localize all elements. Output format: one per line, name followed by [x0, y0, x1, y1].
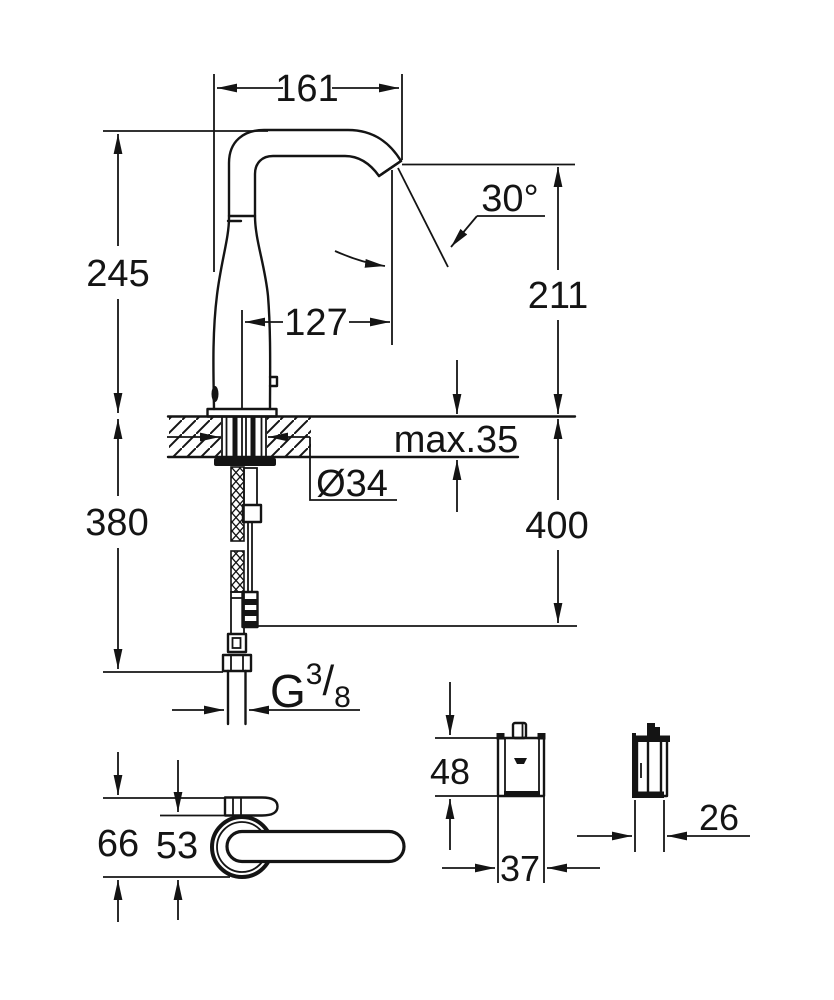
dim-380-label: 380: [85, 502, 148, 544]
dim-53-base-diameter: 53: [156, 760, 198, 920]
spray-direction-line: [397, 167, 449, 268]
plug-band: [242, 599, 258, 605]
dim-max35-label: max.35: [394, 419, 519, 461]
bracket-top-tab: [632, 735, 670, 742]
dim-400-label: 400: [525, 505, 588, 547]
dim-hole-diameter: Ø34: [167, 432, 397, 505]
dim-211-label: 211: [528, 275, 589, 317]
dim-48-box-height: 48: [430, 682, 498, 850]
dim-211-outlet-height: 211: [402, 163, 589, 414]
plug-band: [242, 610, 258, 616]
dim-400-hose-clearance: 400: [255, 419, 589, 627]
side-lever-detail: [268, 375, 279, 388]
fitting-window: [231, 637, 242, 649]
supply-nut: [221, 653, 253, 673]
dim-30deg-label: 30°: [481, 178, 538, 220]
control-box-front-view: [496, 721, 546, 798]
dim-53-label: 53: [156, 825, 198, 867]
angle-leader: [450, 215, 478, 248]
faucet-front-view: [206, 128, 403, 418]
dim-245-height: 245: [86, 130, 268, 413]
dim-37-label: 37: [500, 848, 540, 889]
braided-hose: [230, 550, 245, 593]
dim-48-label: 48: [430, 751, 470, 792]
box-corner-tab: [537, 733, 546, 740]
dim-g38-thread: G3/8: [172, 657, 360, 717]
bracket-bottom-tab: [632, 791, 664, 798]
dim-max35-deck-thickness: max.35: [394, 360, 519, 512]
thread-denominator: 8: [334, 681, 351, 714]
box-corner-tab: [496, 733, 505, 740]
threaded-shank: [230, 466, 245, 542]
dim-161-spout-projection: 161: [213, 68, 403, 272]
box-bottom-band: [504, 791, 540, 797]
thread-slash: /: [322, 657, 334, 704]
plug-band: [242, 621, 258, 627]
dim-26-box-depth: 26: [577, 797, 750, 852]
side-outlet-stub: [647, 723, 660, 738]
cable-block: [241, 503, 263, 524]
outlet-stub: [511, 721, 528, 740]
spray-angle-callout: 30°: [334, 167, 545, 345]
spout-outlet-cut-face: [377, 159, 403, 178]
thread-numerator: 3: [306, 658, 323, 691]
lever-top-outline: [223, 796, 279, 817]
dim-380-below-deck: 380: [85, 419, 223, 673]
spout-top-outline: [225, 829, 406, 864]
dim-37-box-width: 37: [442, 797, 600, 889]
shank-tube: [232, 417, 238, 457]
thread-g: G: [270, 665, 306, 717]
dim-66-label: 66: [97, 823, 139, 865]
cartridge-tube: [243, 467, 258, 506]
grohe-logo-mark: [514, 758, 527, 764]
dim-o34-label: Ø34: [316, 463, 388, 505]
dim-245-label: 245: [86, 253, 149, 295]
mounting-flange: [214, 458, 276, 466]
dim-127-label: 127: [284, 302, 347, 344]
dim-66-topview-depth: 66: [97, 752, 139, 922]
sensor-window-mark: [211, 386, 219, 402]
dim-127-outlet-offset: 127: [241, 302, 390, 408]
valve-fitting: [226, 632, 248, 654]
supply-hoses-assembly: [221, 466, 263, 726]
shank-tube: [250, 417, 256, 457]
dim-161-label: 161: [275, 68, 338, 110]
angle-arc-arrow: [334, 250, 386, 268]
control-box-side-view: [632, 723, 670, 798]
dim-26-label: 26: [699, 797, 739, 838]
thread-size-label: G3/8: [270, 657, 351, 717]
faucet-top-view: [103, 796, 406, 879]
